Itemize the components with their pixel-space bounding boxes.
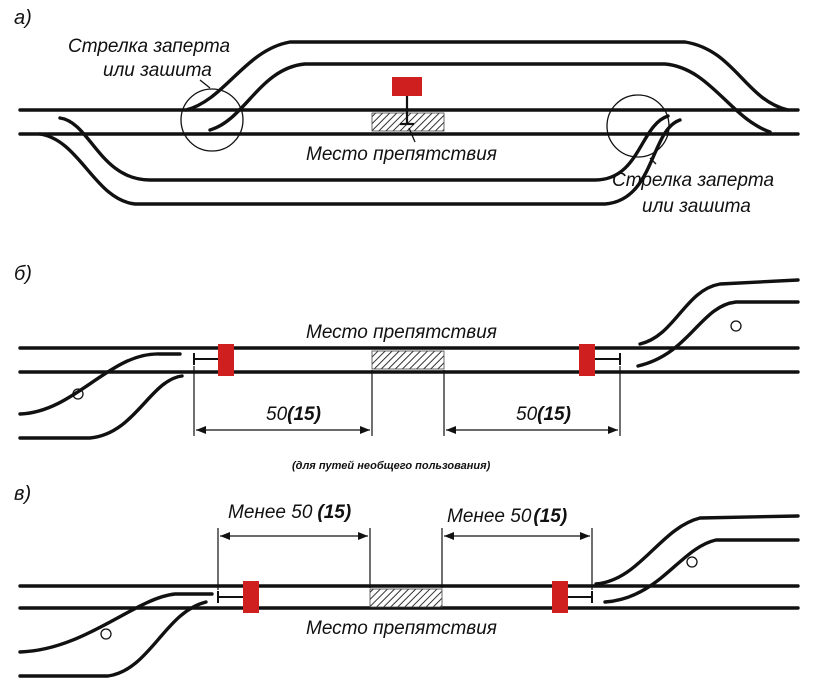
obstacle-label-c: Место препятствия [306,618,497,639]
left-siding-c-rail-lower [18,600,208,678]
left-siding-rail-lower [18,374,184,440]
obstacle-label-a: Место препятствия [306,144,497,165]
panel-c-letter: в) [14,483,31,505]
dim-b-left-paren: (15) [287,404,321,425]
dim-label-c-right: Менее 50(15) [447,506,567,527]
obstacle-zone-b [371,350,445,370]
dim-c-right-prefix: Менее 50 [447,506,532,527]
obstacle-leader [408,127,416,143]
arrow-b-right-start [446,426,456,434]
dim-c-left-prefix: Менее 50 [228,502,313,523]
left-switch-leader [199,79,211,89]
arrow-b-left-start [196,426,206,434]
arrow-c-right-end [580,532,590,540]
right-siding-rail-lower [636,300,800,368]
footnote-non-public-tracks: (для путей необщего пользования) [292,460,491,472]
upper-bypass-inner-rail [208,62,772,134]
obstacle-label-b: Место препятствия [306,322,497,343]
siding-marker-left [72,388,84,400]
arrow-b-right-end [608,426,618,434]
arrow-b-left-end [360,426,370,434]
obstacle-zone-c [369,588,443,608]
dim-c-right-paren: (15) [533,506,567,527]
right-switch-leader [649,157,657,165]
stop-signal [392,77,422,96]
switch-circle-left [180,88,244,152]
lower-bypass-inner-rail [58,114,670,182]
shield-signal-left [218,344,234,376]
dim-c-left-paren: (15) [317,502,351,523]
shield-signal-right [579,344,595,376]
right-siding-rail-upper [638,278,800,346]
dim-b-right-paren: (15) [537,404,571,425]
siding-c-marker-left [100,628,112,640]
panel-b-letter: б) [14,263,32,285]
dim-label-b-right: 50(15) [516,404,571,425]
shield-signal-c-left [243,581,259,613]
left-siding-c-rail-upper [18,592,214,654]
switch-label-right-line2: или зашита [642,196,751,217]
panel-b: б) Место препятствия [14,263,800,472]
panel-a: а) Стрелка заперта или зашита Место преп… [14,7,800,217]
left-siding-rail-upper [18,352,182,416]
dim-b-left-value: 50 [266,404,288,425]
siding-c-marker-right [686,556,698,568]
arrow-c-right-start [444,532,454,540]
switch-label-left-line1: Стрелка заперта [68,36,230,57]
shield-signal-c-right [552,581,568,613]
switch-label-right-line1: Стрелка заперта [612,170,774,191]
switch-label-left-line2: или зашита [103,60,212,81]
dim-b-right-value: 50 [516,404,538,425]
panel-c: в) Менее 50(15) Ме [14,483,800,678]
arrow-c-left-start [220,532,230,540]
dim-label-c-left: Менее 50(15) [228,502,351,523]
right-siding-c-rail-lower [603,538,800,604]
dim-label-b-left: 50(15) [266,404,321,425]
switch-circle-right [606,94,670,158]
lower-bypass-outer-rail [38,118,682,206]
panel-a-letter: а) [14,7,32,29]
siding-marker-right [730,320,742,332]
right-siding-c-rail-upper [594,514,800,586]
arrow-c-left-end [358,532,368,540]
